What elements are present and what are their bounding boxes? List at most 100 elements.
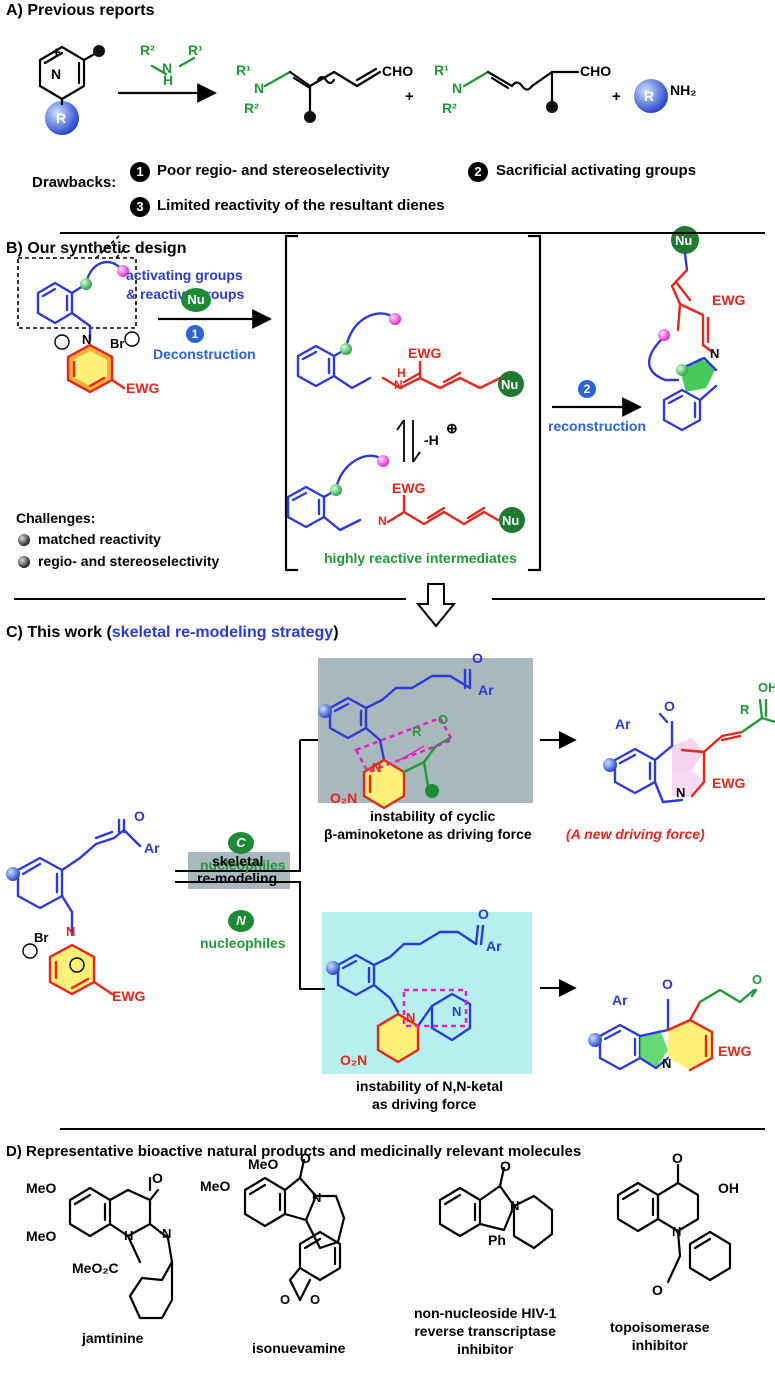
product-ewg: EWG — [712, 292, 746, 308]
sm-c-n: N — [66, 924, 76, 939]
drawback-3-text: Limited reactivity of the resultant dien… — [157, 197, 445, 214]
down-arrow — [415, 583, 457, 628]
p2-r1: R¹ — [434, 62, 449, 78]
jam-o: O — [152, 1170, 163, 1186]
drawback-2-number: 2 — [468, 162, 488, 182]
challenges-title: Challenges: — [16, 510, 96, 526]
p1-cho: CHO — [382, 63, 414, 79]
section-c-starting-material — [6, 818, 142, 996]
challenge-1: matched reactivity — [38, 531, 161, 547]
step-1-label: Deconstruction — [153, 346, 256, 362]
p1-r2: R² — [244, 100, 259, 116]
top-prod-ar: Ar — [615, 716, 631, 732]
callout-line-1: activating groups — [126, 267, 243, 283]
highly-reactive-label: highly reactive intermediates — [324, 550, 517, 566]
section-a-product-1 — [263, 67, 382, 123]
section-a-title: A) Previous reports — [6, 2, 155, 19]
drawback-1-text: Poor regio- and stereoselectivity — [157, 162, 390, 179]
nu-badge: Nu — [181, 288, 211, 312]
section-b-product — [647, 226, 718, 432]
amine-r1: R¹ — [188, 42, 203, 58]
drawback-3-number: 3 — [130, 197, 150, 217]
top-prod-o: O — [664, 698, 675, 714]
iso-meo-1: MeO — [248, 1156, 279, 1172]
p2-cho: CHO — [580, 63, 612, 79]
top-intermediate-box — [318, 658, 533, 803]
amine-h: H — [163, 72, 174, 88]
iso-o-1: O — [280, 1292, 291, 1307]
remodeling-line-1: skeletal — [212, 853, 264, 869]
int1-n: N — [394, 378, 403, 392]
bot-prod-ewg: EWG — [718, 1043, 752, 1059]
bot-int-ar: Ar — [486, 938, 502, 954]
int1-nu-ball — [498, 371, 524, 397]
p2-r2: R² — [442, 100, 457, 116]
sm-c-o: O — [134, 808, 145, 824]
top-caption-line-1: instability of cyclic — [370, 808, 496, 824]
new-driving-force-label: (A new driving force) — [566, 826, 705, 842]
jam-co2me: MeO₂C — [72, 1260, 119, 1276]
bot-int-no2: O₂N — [340, 1052, 368, 1068]
int1-nu: Nu — [501, 377, 519, 392]
p1-r1: R¹ — [236, 62, 251, 78]
section-c-bottom-intermediate — [326, 924, 485, 1064]
p2-n: N — [452, 80, 463, 96]
pyridinium-n-label: N — [51, 66, 62, 82]
sm-c-ar: Ar — [144, 840, 160, 856]
challenge-2: regio- and stereoselectivity — [38, 553, 220, 569]
jam-meo-2: MeO — [26, 1228, 57, 1244]
sm-br: Br — [110, 336, 125, 351]
divider-a-b — [60, 232, 765, 234]
bot-prod-o2: O — [752, 972, 763, 987]
challenge-bullet-2 — [18, 556, 30, 568]
proton-plus: ⊕ — [446, 420, 458, 436]
section-c-bottom-product — [588, 988, 758, 1072]
jam-n: N — [162, 1226, 172, 1241]
topo-o-1: O — [672, 1150, 683, 1166]
divider-b-c-left — [14, 598, 406, 600]
drawbacks-label: Drawbacks: — [32, 174, 117, 191]
iso-o-2: O — [310, 1292, 321, 1307]
n-nucleophiles-label: nucleophiles — [200, 935, 286, 951]
isonuevamine-structure — [243, 1158, 346, 1302]
step-1-number: 1 — [186, 325, 204, 343]
topoisomerase-inhibitor-structure — [616, 1163, 732, 1284]
topoisomerase-name: topoisomerase inhibitor — [610, 1319, 710, 1353]
bot-prod-o: O — [662, 976, 673, 992]
top-prod-n: N — [676, 785, 686, 800]
sm-ewg: EWG — [126, 380, 160, 396]
plus-1: + — [405, 88, 414, 105]
n-nucleophile-badge: N — [228, 910, 254, 932]
section-a-amine — [150, 56, 196, 76]
bot-prod-n: N — [662, 1056, 672, 1071]
iso-meo-2: MeO — [200, 1178, 231, 1194]
section-b-intermediate-2 — [286, 454, 500, 532]
bot-int-n1: N — [406, 1010, 416, 1025]
jamtinine-structure — [68, 1176, 174, 1320]
jam-h: H — [124, 1228, 134, 1243]
top-int-ar: Ar — [478, 682, 494, 698]
sm-c-br: Br — [34, 930, 49, 945]
int1-ewg: EWG — [408, 345, 442, 361]
top-prod-oh: OH — [758, 680, 775, 695]
c-nucleophiles-label: nucleophiles — [200, 857, 286, 873]
hiv-ph: Ph — [488, 1232, 506, 1248]
plus-2: + — [612, 88, 621, 105]
top-int-o: O — [472, 650, 483, 666]
int1-h: H — [397, 366, 406, 380]
amine-r2: R² — [140, 42, 155, 58]
section-b-title: B) Our synthetic design — [6, 240, 187, 257]
drawback-1-number: 1 — [130, 162, 150, 182]
topo-oh: OH — [718, 1180, 739, 1196]
section-c-top-intermediate — [318, 668, 472, 810]
isonuevamine-name: isonuevamine — [252, 1340, 346, 1356]
product-n: N — [710, 346, 720, 361]
divider-c-d — [60, 1128, 765, 1130]
section-d-title: D) Representative bioactive natural prod… — [6, 1143, 582, 1160]
hiv-n: N — [510, 1198, 520, 1213]
p3-nh2: NH₂ — [670, 82, 697, 98]
bot-int-n2: N — [452, 1004, 462, 1019]
p3-r: R — [644, 88, 655, 104]
bot-caption-line-2: as driving force — [372, 1096, 477, 1112]
